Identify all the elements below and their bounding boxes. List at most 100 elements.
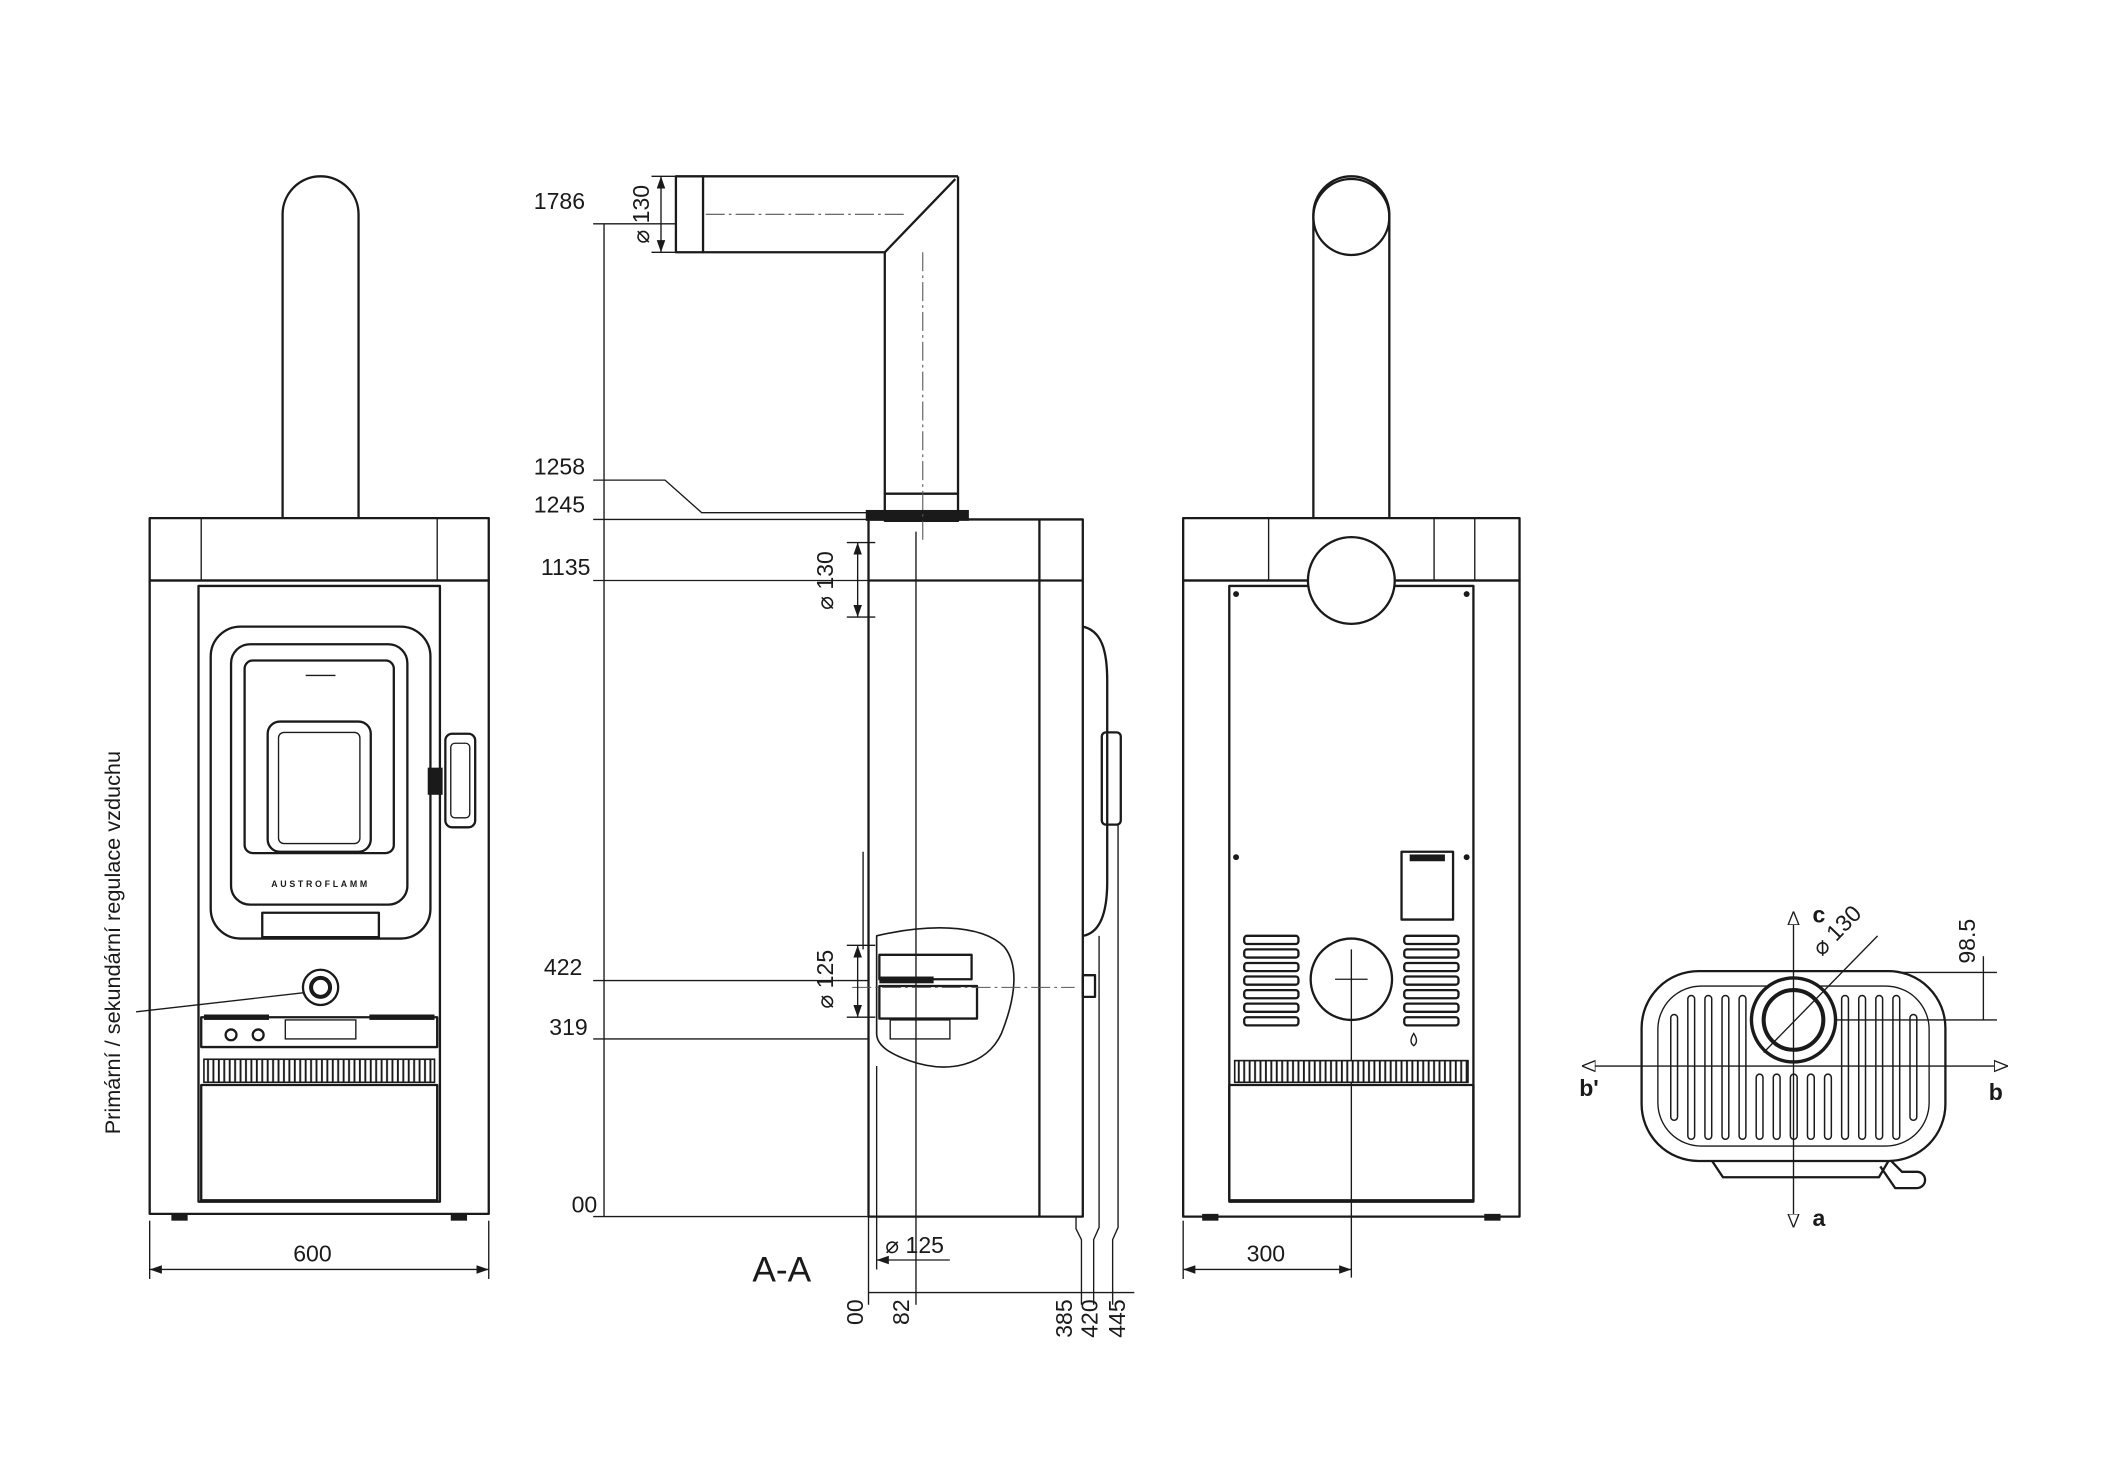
rear-type-plate — [1400, 850, 1455, 921]
axis-label-b-left: b' — [1579, 1075, 1599, 1101]
rear-bolt-2 — [1463, 591, 1470, 598]
control-bar-left — [203, 1014, 270, 1020]
height-label-1786: 1786 — [534, 188, 585, 214]
axis-label-a: a — [1812, 1205, 1825, 1231]
rear-louver-slat — [1403, 1016, 1460, 1027]
rear-drop-symbol — [1410, 1032, 1418, 1047]
front-wood-drawer — [200, 1083, 439, 1202]
top-view-slot — [1772, 1073, 1781, 1141]
flue-collar — [674, 175, 705, 254]
top-view-foot — [1711, 1160, 1890, 1179]
rear-louver-slat — [1243, 1016, 1300, 1027]
front-view: AUSTROFLAMM 600 Primární / sekundární re… — [100, 175, 490, 1279]
top-view-slot — [1840, 994, 1850, 1141]
top-view-slot — [1721, 994, 1730, 1141]
door-handle-hinge — [427, 767, 443, 795]
top-view-slot — [1670, 1013, 1679, 1122]
width-dim-label: 600 — [293, 1240, 331, 1266]
air-inlet-diameter-label: ⌀ 125 — [812, 950, 838, 1009]
air-inlet-bar — [879, 976, 934, 984]
depth-label-420: 420 — [1077, 1299, 1103, 1337]
air-inlet-upper-part — [878, 953, 973, 981]
control-symbol-left — [224, 1028, 238, 1042]
front-control-strip — [200, 1016, 439, 1049]
front-chimney-pipe — [281, 175, 360, 519]
top-view-slot — [1857, 994, 1867, 1141]
section-view: 1786 1258 1245 1135 422 319 00 ⌀ 130 — [534, 175, 1135, 1338]
bottom-inlet-diameter-label: ⌀ 125 — [885, 1232, 944, 1258]
height-label-00: 00 — [572, 1192, 598, 1218]
top-view-slot — [1738, 994, 1747, 1141]
depth-ext-385 — [1075, 1216, 1083, 1305]
top-view-handle — [1879, 1160, 1927, 1190]
door-brand-text: AUSTROFLAMM — [271, 879, 370, 889]
air-inlet-lower-part — [878, 984, 979, 1020]
section-air-knob — [1081, 974, 1097, 999]
air-control-label: Primární / sekundární regulace vzduchu — [100, 751, 125, 1134]
air-control-knob — [301, 968, 340, 1007]
front-door-glass — [243, 659, 395, 855]
rear-louver-slat — [1243, 975, 1300, 986]
top-view-slot — [1892, 994, 1901, 1141]
rear-louver-slat — [1403, 988, 1460, 1000]
rear-bolt-1 — [1233, 591, 1240, 598]
rear-louver-slat — [1403, 948, 1460, 959]
rear-louvers-right — [1403, 934, 1460, 1027]
section-body — [867, 518, 1084, 1218]
top-view-slot — [1687, 994, 1696, 1141]
rear-air-grille — [1233, 1059, 1469, 1084]
rear-louver-slat — [1403, 975, 1460, 986]
rear-louver-slat — [1243, 1002, 1300, 1013]
height-label-422: 422 — [544, 954, 582, 980]
door-handle-grip — [450, 742, 471, 819]
air-control-knob-center — [309, 975, 333, 999]
height-label-1258: 1258 — [534, 454, 585, 480]
rear-louvers-left — [1243, 934, 1300, 1027]
rear-flue-outlet — [1306, 535, 1396, 626]
depth-ext-445 — [1111, 824, 1119, 1305]
air-inlet-bottom-part — [889, 1019, 951, 1040]
flue-diameter-label-top: ⌀ 130 — [628, 185, 654, 244]
firebox-inner — [277, 731, 361, 845]
control-bar-right — [369, 1014, 435, 1020]
rear-bolt-4 — [1463, 854, 1470, 861]
control-plate — [284, 1019, 357, 1040]
front-door-inner-frame — [229, 643, 409, 906]
axis-label-b-right: b — [1989, 1079, 2003, 1105]
rear-foot-left — [1202, 1213, 1219, 1221]
offset-label: 98.5 — [1954, 919, 1980, 964]
rear-bolt-3 — [1233, 854, 1240, 861]
depth-label-82: 82 — [888, 1299, 914, 1325]
control-symbol-right — [251, 1028, 265, 1042]
section-door-handle — [1100, 731, 1122, 826]
top-view-slot — [1806, 1073, 1815, 1141]
door-handle — [444, 732, 477, 829]
air-inlet-cutaway — [875, 927, 1015, 1068]
front-door-panel — [197, 584, 442, 1203]
top-view: c a b' b ⌀ 130 98.5 — [1579, 900, 2008, 1231]
rear-lower-panel — [1228, 1083, 1475, 1202]
rear-louver-slat — [1403, 961, 1460, 973]
rear-louver-slat — [1243, 948, 1300, 959]
rear-outlet-diameter-label: ⌀ 130 — [812, 551, 838, 610]
front-foot-right — [450, 1213, 468, 1221]
height-label-1245: 1245 — [534, 492, 585, 518]
top-flue-diameter-leader — [1763, 935, 1879, 1053]
top-view-slot — [1909, 1013, 1918, 1122]
front-air-grille — [203, 1058, 436, 1084]
top-view-slot — [1875, 994, 1884, 1141]
rear-louver-slat — [1403, 934, 1460, 946]
rear-chimney-pipe-end — [1312, 177, 1391, 257]
depth-label-445: 445 — [1104, 1299, 1130, 1337]
depth-label-00: 00 — [842, 1299, 868, 1325]
flue-base-flange — [865, 509, 969, 521]
top-view-slot — [1823, 1073, 1833, 1141]
air-control-leader — [136, 992, 304, 1013]
axis-label-c: c — [1812, 901, 1825, 927]
height-ext-1258 — [593, 479, 876, 514]
top-view-slot — [1704, 994, 1713, 1141]
height-label-1135: 1135 — [541, 554, 591, 580]
firebox-opening — [266, 720, 372, 853]
section-door-bulge — [1082, 625, 1109, 937]
